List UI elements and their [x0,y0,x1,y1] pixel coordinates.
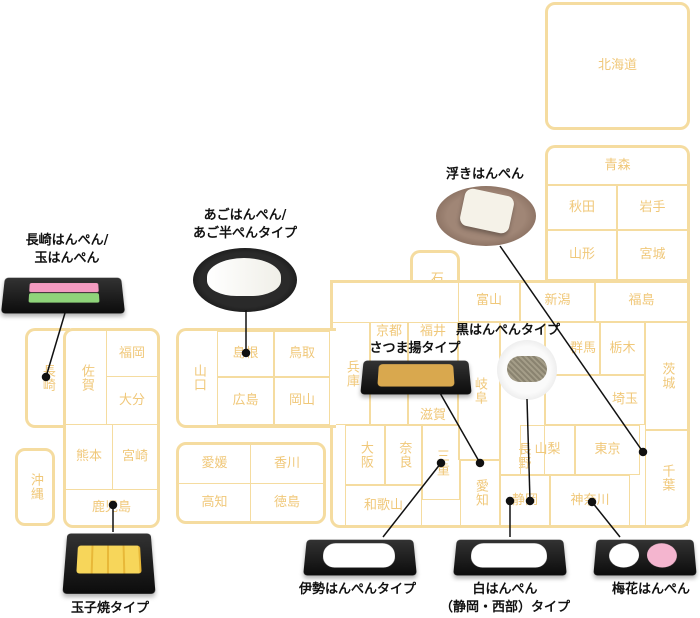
label-line: あご半ぺんタイプ [192,225,297,241]
region-kyushu [63,328,160,528]
pref-tochigi[interactable]: 栃木 [600,322,645,375]
pref-kagoshima[interactable]: 鹿児島 [91,499,131,515]
uki-hanpen-image [436,186,536,246]
pref-nara[interactable]: 奈良 [385,425,422,485]
pref-wakayama[interactable]: 和歌山 [345,485,422,526]
pref-tokyo[interactable]: 東京 [575,425,640,475]
label-line: 玉はんぺん [34,250,100,266]
label-satsuma-age: さつま揚タイプ [369,341,461,356]
pref-aichi[interactable]: 愛知 [460,460,500,526]
pref-kumamoto[interactable]: 熊本 [66,425,113,490]
label-line: 長崎はんぺん/ [25,233,109,248]
kuro-hanpen-image [497,340,557,400]
region-okinawa: 沖縄 [15,448,55,526]
pref-ehime[interactable]: 愛媛 [179,445,251,484]
label-kuro-hanpen: 黒はんぺんタイプ [456,323,561,338]
pref-hiroshima[interactable]: 広島 [217,377,274,425]
pref-yamaguchi[interactable]: 山口 [190,364,206,392]
pref-kanagawa[interactable]: 神奈川 [550,475,630,526]
pref-yamagata[interactable]: 山形 [547,230,617,280]
region-chugoku [176,328,336,428]
pref-kochi[interactable]: 高知 [179,484,251,521]
pref-tottori[interactable]: 鳥取 [274,331,330,377]
ago-hanpen-image [193,248,297,312]
label-line: 白はんぺん [472,582,538,597]
nagasaki-hanpen-image [0,277,126,314]
ise-hanpen-image [303,539,417,576]
label-baika-hanpen: 梅花はんぺん [611,582,690,597]
pref-akita[interactable]: 秋田 [547,185,617,230]
label-uki-hanpen: 浮きはんぺん [445,167,524,182]
pref-yamanashi[interactable]: 山梨 [520,425,575,475]
pref-fukuoka[interactable]: 福岡 [107,331,157,377]
pref-nagasaki[interactable]: 長崎 [39,364,55,392]
pref-okayama[interactable]: 岡山 [274,377,330,425]
pref-shimane[interactable]: 島根 [217,331,274,377]
pref-kagawa[interactable]: 香川 [251,445,323,484]
pref-fukushima[interactable]: 福島 [595,280,688,322]
pref-mie[interactable]: 三重 [422,425,460,500]
pref-toyama[interactable]: 富山 [458,280,520,322]
label-line: （静岡・西部）タイプ [439,599,570,615]
baika-hanpen-image [593,539,697,576]
region-hokkaido: 北海道 [545,2,690,130]
pref-aomori[interactable]: 青森 [547,147,688,185]
pref-saitama[interactable]: 埼玉 [545,375,645,425]
pref-chiba[interactable]: 千葉 [645,430,688,526]
pref-miyazaki[interactable]: 宮崎 [113,425,157,490]
pref-shizuoka[interactable]: 静岡 [500,475,550,526]
label-line: あごはんぺん/ [203,208,287,223]
shiro-hanpen-image [453,539,567,576]
pref-osaka[interactable]: 大阪 [345,425,385,485]
pref-hokkaido[interactable]: 北海道 [597,58,637,74]
label-tamagoyaki: 玉子焼タイプ [70,601,149,616]
pref-iwate[interactable]: 岩手 [617,185,688,230]
tamagoyaki-image [62,533,156,594]
pref-saga[interactable]: 佐賀 [66,331,107,425]
label-ago-hanpen: あごはんぺん/あご半ぺんタイプ [185,207,305,242]
pref-miyagi[interactable]: 宮城 [617,230,688,280]
pref-tokushima[interactable]: 徳島 [273,494,300,510]
label-ise-hanpen: 伊勢はんぺんタイプ [298,582,416,597]
label-shiro-hanpen: 白はんぺん （静岡・西部）タイプ [430,581,580,616]
pref-ibaraki[interactable]: 茨城 [645,322,688,430]
pref-niigata[interactable]: 新潟 [520,280,595,322]
satsuma-age-image [360,360,472,395]
pref-oita[interactable]: 大分 [107,377,157,425]
label-nagasaki-hanpen: 長崎はんぺん/玉はんぺん [12,232,122,267]
pref-okinawa[interactable]: 沖縄 [27,473,43,501]
